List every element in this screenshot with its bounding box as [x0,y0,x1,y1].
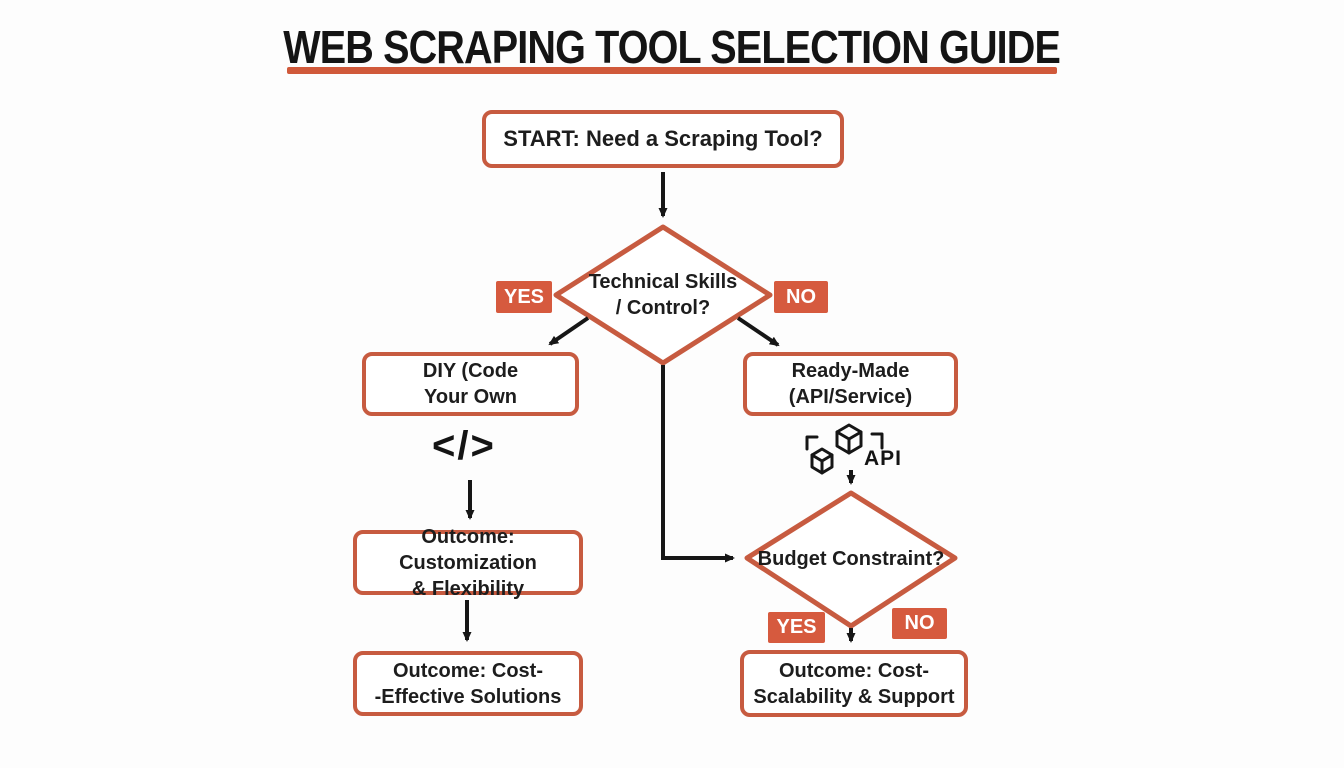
badge-budget-no: NO [892,608,947,639]
node-diy: DIY (Code Your Own [362,352,579,416]
api-icon-label: API [864,447,903,470]
edge-skills-to-budget-elbow [661,365,735,563]
node-ready-made: Ready-Made (API/Service) [743,352,958,416]
node-outcome-customization: Outcome: Customization & Flexibility [353,526,583,600]
node-outcome-scalability-line1: Outcome: Cost- [779,659,929,682]
badge-skills-no: NO [774,281,828,313]
decision-budget-diamond [744,490,958,629]
decision-skills-label: Technical Skills / Control? [563,269,763,321]
node-outcome-customization-line1: Outcome: Customization [399,525,537,574]
api-cubes-icon [805,423,884,475]
edge-skills-yes [548,316,590,346]
decision-skills-diamond [553,224,773,366]
node-outcome-cost-effective-line2: -Effective Solutions [374,685,562,708]
node-ready-made-line2: (API/Service) [788,386,913,408]
decision-budget-label: Budget Constraint? [757,548,945,570]
title-underline [287,67,1057,74]
decision-skills-line2: / Control? [615,297,711,319]
page-title: WEB SCRAPING TOOL SELECTION GUIDE [283,21,1062,73]
node-outcome-cost-effective: Outcome: Cost- -Effective Solutions [353,651,583,716]
code-icon: </> [432,424,496,468]
decision-skills-line1: Technical Skills [588,271,738,293]
node-diy-line2: Your Own [424,386,517,408]
node-ready-made-line1: Ready-Made [791,360,910,382]
node-outcome-cost-effective-line1: Outcome: Cost- [393,659,543,682]
badge-budget-yes: YES [768,612,825,643]
page-title-wrap: WEB SCRAPING TOOL SELECTION GUIDE [0,20,1344,74]
node-start: START: Need a Scraping Tool? [482,110,844,168]
node-outcome-scalability-line2: Scalability & Support [753,685,955,708]
node-outcome-scalability: Outcome: Cost- Scalability & Support [740,650,968,717]
badge-skills-yes: YES [496,281,552,313]
node-start-label: START: Need a Scraping Tool? [503,126,823,151]
node-diy-line1: DIY (Code [422,360,519,382]
node-outcome-customization-line2: & Flexibility [411,577,525,600]
edge-skills-no [736,316,780,347]
